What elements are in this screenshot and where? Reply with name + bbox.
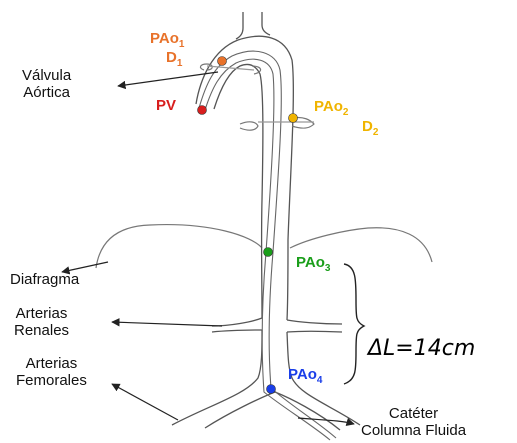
label-pao1-base: PAo xyxy=(150,30,179,47)
label-pao1: PAo1 xyxy=(150,30,184,50)
label-pao2-sub: 2 xyxy=(343,107,349,118)
label-pao4-base: PAo xyxy=(288,366,317,383)
pao1-sensor xyxy=(218,57,227,66)
label-d2-sub: 2 xyxy=(373,127,379,138)
arrow-femorales xyxy=(112,384,178,420)
label-femorales-line1: Arterias xyxy=(16,356,87,373)
label-pao3-base: PAo xyxy=(296,254,325,271)
label-d1-sub: 1 xyxy=(177,58,183,69)
label-femorales-line2: Femorales xyxy=(16,373,87,390)
label-valvula-aortica: Válvula Aórtica xyxy=(22,68,71,101)
label-d1-base: D xyxy=(166,49,177,66)
label-renales-line2: Renales xyxy=(14,323,69,340)
label-pao3-sub: 3 xyxy=(325,263,331,274)
label-pao2: PAo2 xyxy=(314,98,348,118)
label-cateter-line2: Columna Fluida xyxy=(361,423,466,440)
label-pao3: PAo3 xyxy=(296,254,330,274)
label-d2-base: D xyxy=(362,118,373,135)
label-arterias-femorales: Arterias Femorales xyxy=(16,356,87,389)
label-pao2-base: PAo xyxy=(314,98,343,115)
pv-sensor xyxy=(198,106,207,115)
label-delta-l: ΔL=14cm xyxy=(368,337,475,361)
label-pao4-sub: 4 xyxy=(317,375,323,386)
label-valvula-line2: Aórtica xyxy=(22,85,71,102)
label-cateter: Catéter Columna Fluida xyxy=(361,406,466,439)
delta-l-bracket xyxy=(344,264,364,384)
pao3-sensor xyxy=(264,248,273,257)
d2-ring xyxy=(240,117,314,130)
label-diafragma: Diafragma xyxy=(10,272,79,289)
pao4-sensor xyxy=(267,385,276,394)
diaphragm-outline xyxy=(96,225,432,268)
label-arterias-renales: Arterias Renales xyxy=(14,306,69,339)
label-d1: D1 xyxy=(166,49,182,69)
label-pv: PV xyxy=(156,97,176,114)
label-renales-line1: Arterias xyxy=(14,306,69,323)
label-pao4: PAo4 xyxy=(288,366,322,386)
label-cateter-line1: Catéter xyxy=(361,406,466,423)
arrow-renales xyxy=(112,322,222,326)
label-d2: D2 xyxy=(362,118,378,138)
label-valvula-line1: Válvula xyxy=(22,68,71,85)
pao2-sensor xyxy=(289,114,298,123)
